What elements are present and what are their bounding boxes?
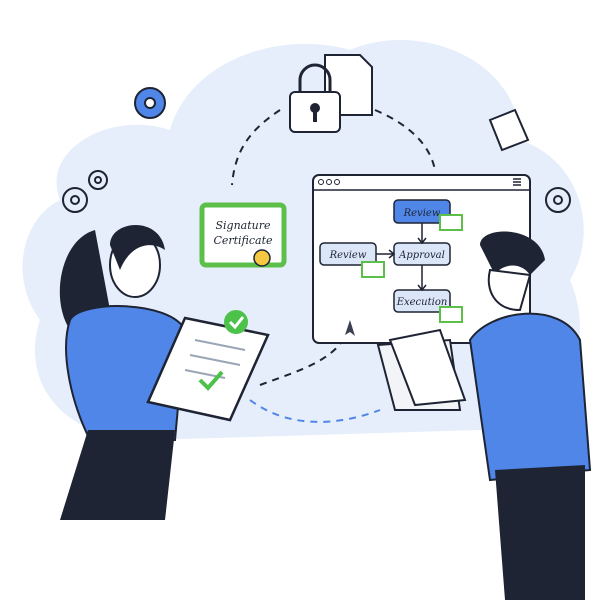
flow-arrow [249,399,381,423]
flow-arrow [259,324,351,386]
workflow-step-label: Approval [398,250,445,261]
browser-menu-icon[interactable] [513,178,521,186]
certificate-title: Signature [215,219,271,232]
signature-certificate [199,202,287,268]
workflow-step-label: Review [329,250,367,261]
workflow-step-label: Execution [396,297,448,308]
mini-certificates [361,214,463,323]
checkmark-icon [198,370,224,391]
flow-arrow [374,109,436,171]
woman-signing [59,225,187,520]
man-with-laptop [376,231,592,600]
certificate-subtitle: Certificate [213,234,273,247]
document-icon [488,108,530,152]
checkmark-icon [224,310,248,334]
cursor-arrow-icon [345,320,355,336]
gear-icon [134,87,166,119]
padlock-icon [289,63,341,133]
gear-icon [62,170,571,213]
workflow-connectors [376,223,427,292]
workflow-step-label: Review [403,208,441,219]
flow-arrow [231,109,281,186]
